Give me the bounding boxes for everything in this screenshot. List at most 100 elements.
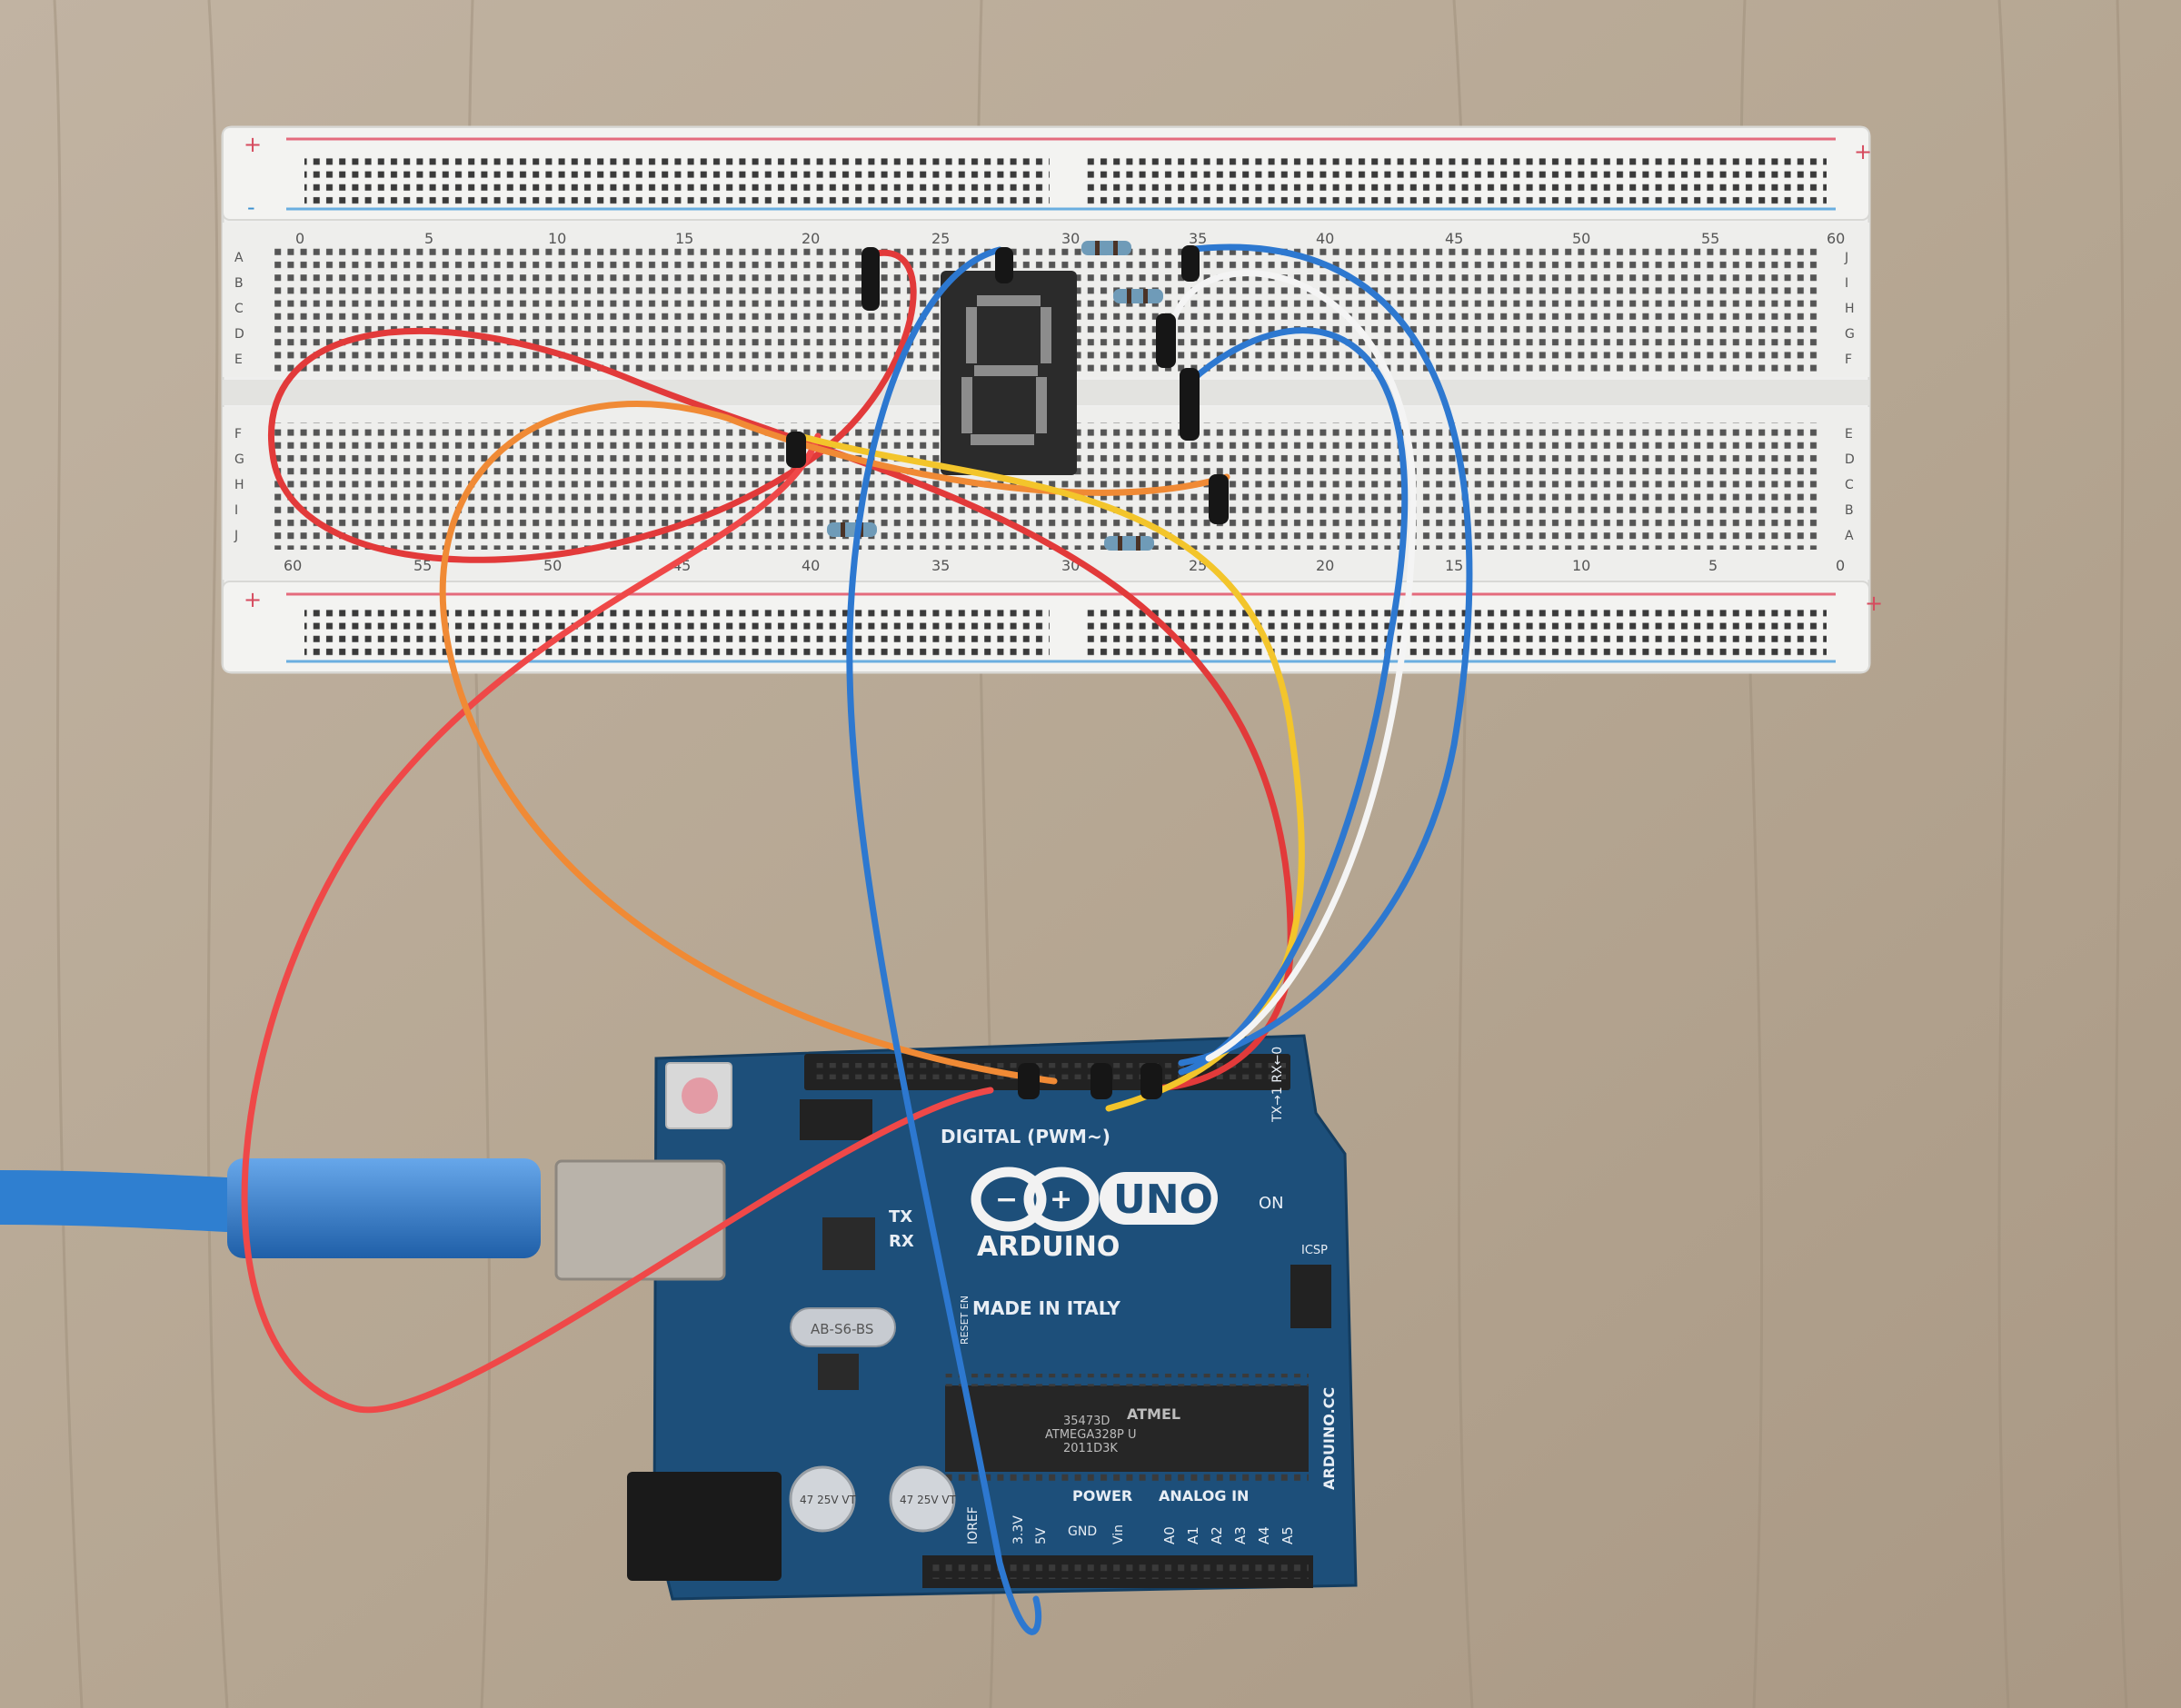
bottom-num-5: 35 (931, 557, 950, 574)
seg-e (961, 377, 972, 433)
row-left-h: H (234, 478, 244, 492)
row-right-d: D (1845, 452, 1855, 467)
board-site-label: ARDUINO.CC (1320, 1387, 1338, 1490)
arduino-logo: − + UNO ARDUINO (971, 1167, 1218, 1263)
bottom-num-10: 10 (1572, 557, 1590, 574)
top-num-5: 25 (931, 230, 950, 247)
logo-right-ring (1023, 1167, 1100, 1232)
top-num-8: 40 (1316, 230, 1334, 247)
top-rail-holes-4 (1081, 182, 1827, 207)
bottom-num-0: 60 (284, 557, 302, 574)
top-num-6: 30 (1061, 230, 1080, 247)
board-chip-code: 35473D (1063, 1415, 1110, 1428)
wire-white (1169, 270, 1417, 1062)
power-pin-labels: IOREF 3.3V 5V GND Vin (966, 1506, 1126, 1544)
usb-plug-housing (227, 1158, 541, 1258)
row-letters-left: A B C D E F G H I J (234, 251, 244, 543)
wire-tips (786, 245, 1229, 1099)
pin-a3: A3 (1232, 1526, 1249, 1544)
top-num-1: 5 (424, 230, 433, 247)
top-num-0: 0 (295, 230, 304, 247)
bottom-rail-holes-2 (1081, 604, 1827, 630)
board-cap1-label: 47 25V VT (800, 1494, 857, 1506)
row-left-e: E (234, 353, 243, 367)
pin-a4: A4 (1256, 1526, 1272, 1544)
capacitor-1 (789, 1465, 856, 1533)
tip-7 (786, 432, 806, 468)
arduino-board: TX→1 RX←0 DIGITAL (PWM~) − + UNO ARDUINO… (627, 1034, 1358, 1601)
row-right-h: H (1845, 302, 1855, 316)
top-num-4: 20 (802, 230, 820, 247)
board-digital-label: DIGITAL (PWM~) (941, 1126, 1110, 1147)
top-num-12: 60 (1827, 230, 1845, 247)
tip-3 (1181, 245, 1200, 282)
board-on-label: ON (1259, 1194, 1284, 1213)
top-rail-holes-2 (1081, 153, 1827, 178)
seg-b (1041, 307, 1051, 363)
chip-socket-bottom (945, 1470, 1309, 1483)
band-5 (841, 522, 845, 537)
bottom-rail-holes-3 (304, 632, 1050, 658)
atmega-chip (945, 1385, 1309, 1472)
digital-header-pins (813, 1063, 1286, 1079)
resistor-4 (1104, 536, 1154, 551)
row-right-a: A (1845, 529, 1854, 543)
rail-plus-br: + (1865, 591, 1883, 616)
pin-3v3: 3.3V (1011, 1515, 1026, 1544)
bottom-num-8: 20 (1316, 557, 1334, 574)
wire-blue-3 (1178, 327, 1409, 1076)
tip-4 (1156, 313, 1176, 368)
board-analog-label: ANALOG IN (1159, 1487, 1249, 1504)
band-3 (1127, 289, 1131, 303)
bottom-num-2: 50 (543, 557, 562, 574)
board-crystal-label: AB-S6-BS (811, 1321, 873, 1337)
seg-d (971, 434, 1034, 445)
tip-5 (1180, 368, 1200, 441)
board-uno-label: UNO (1113, 1177, 1213, 1223)
tip-9 (1090, 1063, 1112, 1099)
resistor-1 (1081, 241, 1131, 255)
seg-f (966, 307, 977, 363)
bottom-num-12: 0 (1836, 557, 1845, 574)
row-right-c: C (1845, 478, 1854, 492)
seven-segment-display (941, 271, 1077, 475)
board-tx-label: TX (889, 1207, 912, 1226)
icsp-header-small (800, 1099, 872, 1140)
resistors (827, 241, 1163, 551)
top-rail-holes-3 (304, 182, 1050, 207)
capacitor-2 (889, 1465, 956, 1533)
board-tx-rx-top: TX→1 RX←0 (1270, 1047, 1285, 1123)
wire-blue-2 (1178, 243, 1473, 1067)
usb-chip (822, 1217, 875, 1270)
display-segments (961, 295, 1051, 445)
pin-a5: A5 (1280, 1526, 1296, 1544)
row-left-d: D (234, 327, 244, 342)
board-made-in-label: MADE IN ITALY (972, 1297, 1120, 1319)
rail-plus-bl: + (244, 587, 262, 612)
bottom-column-numbers: 60 55 50 45 40 35 30 25 20 15 10 5 0 (284, 557, 1845, 574)
uno-badge (1100, 1172, 1218, 1225)
band-1 (1095, 241, 1100, 255)
bottom-num-1: 55 (413, 557, 432, 574)
tip-2 (995, 247, 1013, 283)
power-header-pins (931, 1563, 1309, 1579)
board-cap2-label: 47 25V VT (900, 1494, 957, 1506)
jumper-wires (241, 243, 1473, 1635)
pin-a2: A2 (1209, 1526, 1225, 1544)
reset-button-cap[interactable] (682, 1077, 718, 1114)
rail-minus-tl: - (247, 194, 255, 220)
seg-c (1036, 377, 1047, 433)
logo-minus: − (995, 1184, 1018, 1216)
chip-socket-top (945, 1374, 1309, 1386)
top-num-9: 45 (1445, 230, 1463, 247)
rail-plus-tr: + (1854, 139, 1872, 164)
power-jack (627, 1472, 782, 1581)
rail-plus-tl: + (244, 132, 262, 157)
board-arduino-label: ARDUINO (977, 1231, 1120, 1263)
pin-a1: A1 (1185, 1526, 1201, 1544)
top-num-3: 15 (675, 230, 693, 247)
row-right-f: F (1845, 353, 1852, 367)
row-right-j: J (1844, 251, 1848, 265)
band-4 (1143, 289, 1148, 303)
pin-5v: 5V (1034, 1527, 1049, 1544)
